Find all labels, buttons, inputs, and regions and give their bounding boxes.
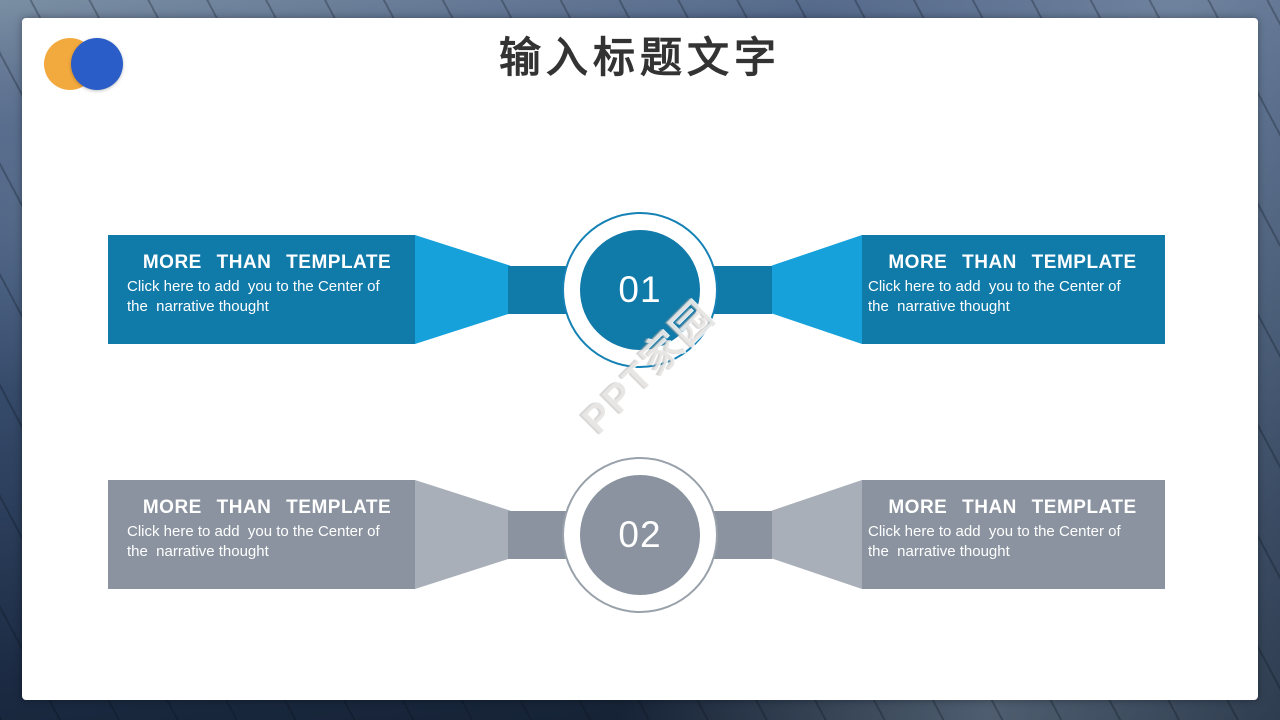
- step2-right-card[interactable]: MORE THAN TEMPLATE Click here to add you…: [862, 480, 1165, 589]
- content-panel: 输入标题文字 MORE THAN TEMPLATE Click here to …: [22, 18, 1258, 700]
- slide-title[interactable]: 输入标题文字: [498, 33, 781, 82]
- step-row-1: MORE THAN TEMPLATE Click here to add you…: [22, 212, 1258, 368]
- logo: [22, 18, 152, 118]
- step2-left-card[interactable]: MORE THAN TEMPLATE Click here to add you…: [108, 480, 415, 589]
- card-body: Click here to add you to the Center of t…: [868, 523, 1121, 560]
- logo-circle-blue-icon: [71, 38, 123, 90]
- step2-number-disc: 02: [580, 475, 700, 595]
- connector-trapezoid-right: [772, 235, 862, 344]
- step1-right-card[interactable]: MORE THAN TEMPLATE Click here to add you…: [862, 235, 1165, 344]
- step-row-2: MORE THAN TEMPLATE Click here to add you…: [22, 457, 1258, 613]
- step-number: 01: [618, 269, 662, 310]
- card-heading: MORE THAN TEMPLATE: [888, 252, 1137, 273]
- card-heading: MORE THAN TEMPLATE: [888, 497, 1137, 518]
- step1-number-circle[interactable]: 01: [562, 212, 718, 368]
- step-number: 02: [618, 514, 662, 555]
- step1-left-card[interactable]: MORE THAN TEMPLATE Click here to add you…: [108, 235, 415, 344]
- card-body: Click here to add you to the Center of t…: [127, 523, 380, 560]
- step2-number-circle[interactable]: 02: [562, 457, 718, 613]
- card-body: Click here to add you to the Center of t…: [868, 278, 1121, 315]
- step1-number-disc: 01: [580, 230, 700, 350]
- card-heading: MORE THAN TEMPLATE: [142, 252, 392, 273]
- connector-trapezoid-left: [415, 235, 510, 344]
- connector-trapezoid-right: [772, 480, 862, 589]
- card-heading: MORE THAN TEMPLATE: [142, 497, 392, 518]
- card-body: Click here to add you to the Center of t…: [127, 278, 380, 315]
- connector-trapezoid-left: [415, 480, 510, 589]
